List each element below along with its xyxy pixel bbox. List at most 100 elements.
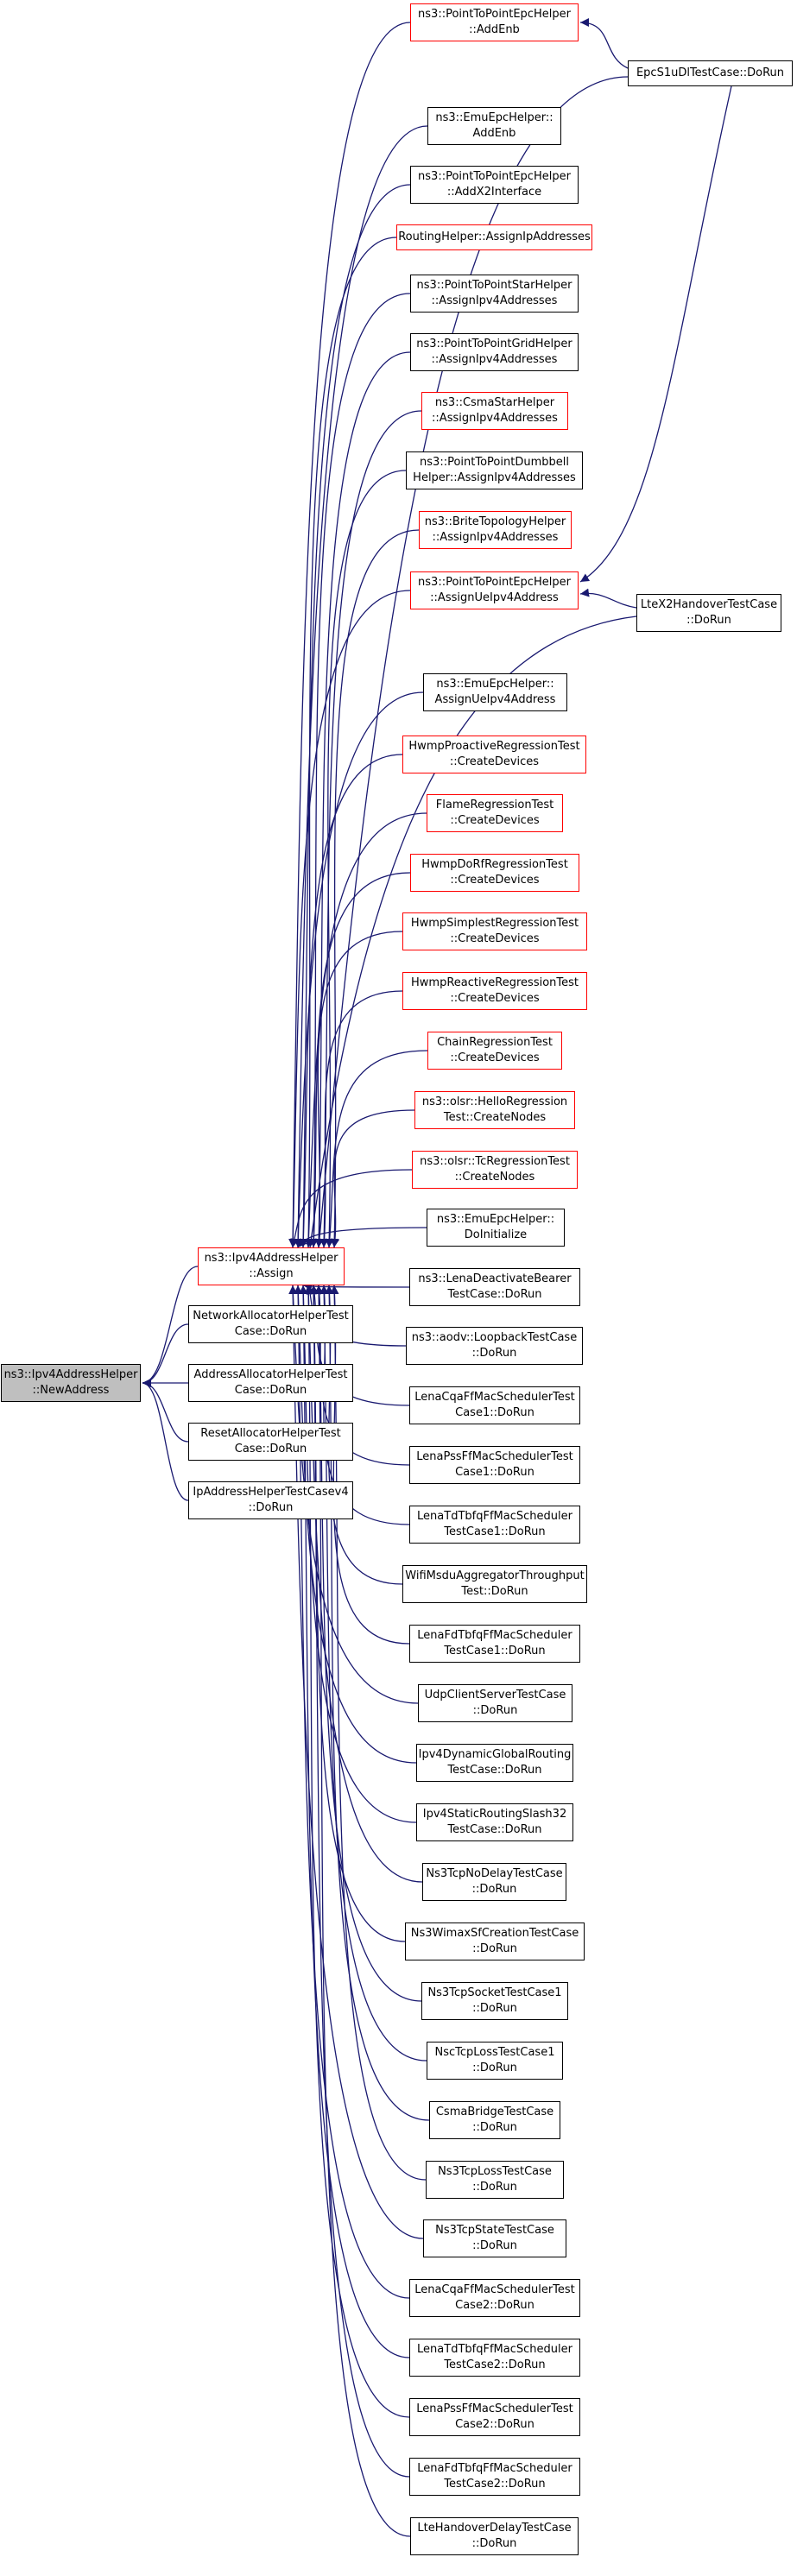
edge-p2pepc_ue-to-assign xyxy=(288,590,411,1248)
node-aodvloop[interactable]: ns3::aodv::LoopbackTestCase ::DoRun xyxy=(406,1327,583,1365)
node-label: ns3::PointToPointDumbbell Helper::Assign… xyxy=(413,456,576,484)
node-brite[interactable]: ns3::BriteTopologyHelper ::AssignIpv4Add… xyxy=(419,511,572,549)
node-p2pepc-ue[interactable]: ns3::PointToPointEpcHelper ::AssignUeIpv… xyxy=(410,571,579,609)
node-label: AddressAllocatorHelperTest Case::DoRun xyxy=(193,1368,348,1397)
node-addressalloc[interactable]: AddressAllocatorHelperTest Case::DoRun xyxy=(188,1364,353,1402)
edge-chain-to-assign xyxy=(325,1050,428,1248)
node-label: Ns3TcpLossTestCase ::DoRun xyxy=(438,2165,552,2194)
node-label: EpcS1uDlTestCase::DoRun xyxy=(636,66,785,79)
edge-olsrtc-to-assign xyxy=(290,1169,413,1248)
edge-csmastar-to-assign xyxy=(319,410,422,1248)
node-ipv4slash32[interactable]: Ipv4StaticRoutingSlash32 TestCase::DoRun xyxy=(416,1803,573,1841)
node-label: ns3::BriteTopologyHelper ::AssignIpv4Add… xyxy=(424,515,566,544)
node-label: ns3::olsr::HelloRegression Test::CreateN… xyxy=(421,1095,568,1124)
node-epcs1u[interactable]: EpcS1uDlTestCase::DoRun xyxy=(628,60,793,86)
edge-hwmpreactive-to-assign xyxy=(319,990,403,1248)
node-label: LenaPssFfMacSchedulerTest Case1::DoRun xyxy=(416,1450,573,1479)
edge-resetalloc-to-root xyxy=(142,1379,189,1443)
node-p2pstar[interactable]: ns3::PointToPointStarHelper ::AssignIpv4… xyxy=(410,275,579,313)
node-label: ns3::EmuEpcHelper:: AddEnb xyxy=(435,111,553,140)
edge-emuepc_ue-to-assign xyxy=(294,691,424,1248)
node-lenacqs2[interactable]: LenaCqaFfMacSchedulerTest Case2::DoRun xyxy=(409,2279,580,2317)
node-ns3tcpstate[interactable]: Ns3TcpStateTestCase ::DoRun xyxy=(423,2219,566,2257)
edge-p2pepc_addenb-to-assign xyxy=(288,22,411,1248)
node-p2pgrid[interactable]: ns3::PointToPointGridHelper ::AssignIpv4… xyxy=(410,333,579,371)
node-ltehandover[interactable]: LteHandoverDelayTestCase ::DoRun xyxy=(410,2517,579,2555)
edge-assign-to-root xyxy=(142,1266,199,1387)
node-udpclientserver[interactable]: UdpClientServerTestCase ::DoRun xyxy=(418,1684,572,1722)
node-label: LteHandoverDelayTestCase ::DoRun xyxy=(417,2522,572,2550)
edge-ltehandover-to-assign xyxy=(314,1285,411,2537)
edge-emuepc_init-to-assign xyxy=(297,1227,427,1248)
node-label: ns3::aodv::LoopbackTestCase ::DoRun xyxy=(411,1331,578,1360)
node-label: LenaPssFfMacSchedulerTest Case2::DoRun xyxy=(416,2402,573,2431)
node-hwmpreactive[interactable]: HwmpReactiveRegressionTest ::CreateDevic… xyxy=(402,972,587,1010)
node-hwmpproactive[interactable]: HwmpProactiveRegressionTest ::CreateDevi… xyxy=(402,736,586,773)
node-lenafdtbfq2[interactable]: LenaFdTbfqFfMacScheduler TestCase2::DoRu… xyxy=(409,2458,580,2496)
edge-epcs1u-to-p2pepc-ue xyxy=(579,85,732,583)
node-label: RoutingHelper::AssignIpAddresses xyxy=(398,230,591,243)
node-ns3tcpsocket[interactable]: Ns3TcpSocketTestCase1 ::DoRun xyxy=(421,1982,568,2020)
node-lenatdtbfq1[interactable]: LenaTdTbfqFfMacScheduler TestCase1::DoRu… xyxy=(409,1506,580,1544)
node-routing-assign[interactable]: RoutingHelper::AssignIpAddresses xyxy=(396,224,592,250)
node-emuepc-addenb[interactable]: ns3::EmuEpcHelper:: AddEnb xyxy=(427,107,561,145)
node-label: ns3::Ipv4AddressHelper ::NewAddress xyxy=(3,1368,138,1397)
edge-p2pstar-to-assign xyxy=(309,293,411,1248)
node-resetalloc[interactable]: ResetAllocatorHelperTest Case::DoRun xyxy=(188,1423,353,1461)
edge-flame-to-assign xyxy=(304,812,427,1248)
edge-p2pgrid-to-assign xyxy=(314,351,411,1248)
node-lenatdtbfq2[interactable]: LenaTdTbfqFfMacScheduler TestCase2::DoRu… xyxy=(409,2339,580,2377)
node-label: Ns3TcpSocketTestCase1 ::DoRun xyxy=(427,1986,562,2015)
node-lenapss2[interactable]: LenaPssFfMacSchedulerTest Case2::DoRun xyxy=(409,2398,580,2436)
node-hwmpdorf[interactable]: HwmpDoRfRegressionTest ::CreateDevices xyxy=(410,854,579,892)
node-lenafdtbfq1[interactable]: LenaFdTbfqFfMacScheduler TestCase1::DoRu… xyxy=(409,1625,580,1663)
node-label: Ns3WimaxSfCreationTestCase ::DoRun xyxy=(410,1927,579,1955)
node-ipaddrv4[interactable]: IpAddressHelperTestCasev4 ::DoRun xyxy=(188,1481,353,1519)
node-flame[interactable]: FlameRegressionTest ::CreateDevices xyxy=(427,794,563,832)
node-label: ns3::LenaDeactivateBearer TestCase::DoRu… xyxy=(418,1272,572,1301)
edge-emuepc_addenb-to-assign xyxy=(294,125,428,1248)
node-label: HwmpReactiveRegressionTest ::CreateDevic… xyxy=(411,976,579,1005)
node-label: Ns3TcpStateTestCase ::DoRun xyxy=(435,2224,554,2252)
node-label: NscTcpLossTestCase1 ::DoRun xyxy=(434,2046,555,2074)
node-label: Ipv4DynamicGlobalRouting TestCase::DoRun xyxy=(418,1748,572,1777)
node-chain[interactable]: ChainRegressionTest ::CreateDevices xyxy=(427,1032,562,1070)
node-label: ns3::EmuEpcHelper:: DoInitialize xyxy=(436,1213,555,1241)
edge-ipaddrv4-to-root xyxy=(142,1379,189,1501)
node-wifimsdu[interactable]: WifiMsduAggregatorThroughput Test::DoRun xyxy=(402,1565,587,1603)
node-csmastar[interactable]: ns3::CsmaStarHelper ::AssignIpv4Addresse… xyxy=(421,392,568,430)
node-networkalloc[interactable]: NetworkAllocatorHelperTest Case::DoRun xyxy=(188,1305,353,1343)
edge-epcs1u-to-assign xyxy=(314,76,629,1248)
node-p2pdumbbell[interactable]: ns3::PointToPointDumbbell Helper::Assign… xyxy=(406,451,583,489)
node-label: HwmpDoRfRegressionTest ::CreateDevices xyxy=(421,858,568,887)
node-emuepc-init[interactable]: ns3::EmuEpcHelper:: DoInitialize xyxy=(427,1209,565,1247)
node-label: ns3::olsr::TcRegressionTest ::CreateNode… xyxy=(420,1155,570,1184)
edge-hwmpdorf-to-assign xyxy=(309,872,411,1248)
node-p2pepc-addx2[interactable]: ns3::PointToPointEpcHelper ::AddX2Interf… xyxy=(410,166,579,204)
node-p2pepc-addenb[interactable]: ns3::PointToPointEpcHelper ::AddEnb xyxy=(410,3,579,41)
node-olsrhello[interactable]: ns3::olsr::HelloRegression Test::CreateN… xyxy=(414,1091,575,1129)
node-lenadeact[interactable]: ns3::LenaDeactivateBearer TestCase::DoRu… xyxy=(409,1268,580,1306)
node-nsctcploss[interactable]: NscTcpLossTestCase1 ::DoRun xyxy=(427,2042,563,2080)
node-ipv4dyn[interactable]: Ipv4DynamicGlobalRouting TestCase::DoRun xyxy=(416,1744,573,1782)
node-olsrtc[interactable]: ns3::olsr::TcRegressionTest ::CreateNode… xyxy=(412,1151,578,1189)
node-ns3tcploss[interactable]: Ns3TcpLossTestCase ::DoRun xyxy=(426,2161,564,2199)
node-assign[interactable]: ns3::Ipv4AddressHelper ::Assign xyxy=(198,1247,345,1285)
edge-olsrhello-to-assign xyxy=(331,1109,415,1248)
node-lenapss1[interactable]: LenaPssFfMacSchedulerTest Case1::DoRun xyxy=(409,1446,580,1484)
node-label: ns3::PointToPointEpcHelper ::AssignUeIpv… xyxy=(418,576,571,604)
edge-hwmpproactive-to-assign xyxy=(299,754,403,1248)
node-label: FlameRegressionTest ::CreateDevices xyxy=(435,799,554,827)
node-label: UdpClientServerTestCase ::DoRun xyxy=(424,1689,566,1717)
node-csmabridge[interactable]: CsmaBridgeTestCase ::DoRun xyxy=(429,2101,560,2139)
node-emuepc-ue[interactable]: ns3::EmuEpcHelper:: AssignUeIpv4Address xyxy=(423,673,567,711)
node-ns3tcpnodelay[interactable]: Ns3TcpNoDelayTestCase ::DoRun xyxy=(422,1863,566,1901)
node-label: LenaFdTbfqFfMacScheduler TestCase2::DoRu… xyxy=(417,2462,572,2491)
node-ns3wimax[interactable]: Ns3WimaxSfCreationTestCase ::DoRun xyxy=(405,1923,585,1960)
edge-p2pepc_addx2-to-assign xyxy=(299,184,411,1248)
edge-ltex2-to-p2pepc-ue xyxy=(579,588,637,609)
node-hwmpsimplest[interactable]: HwmpSimplestRegressionTest ::CreateDevic… xyxy=(402,912,587,950)
edge-p2pdumbbell-to-assign xyxy=(325,470,407,1248)
node-lenacqs1[interactable]: LenaCqaFfMacSchedulerTest Case1::DoRun xyxy=(409,1386,580,1424)
node-ltex2[interactable]: LteX2HandoverTestCase ::DoRun xyxy=(636,594,781,632)
